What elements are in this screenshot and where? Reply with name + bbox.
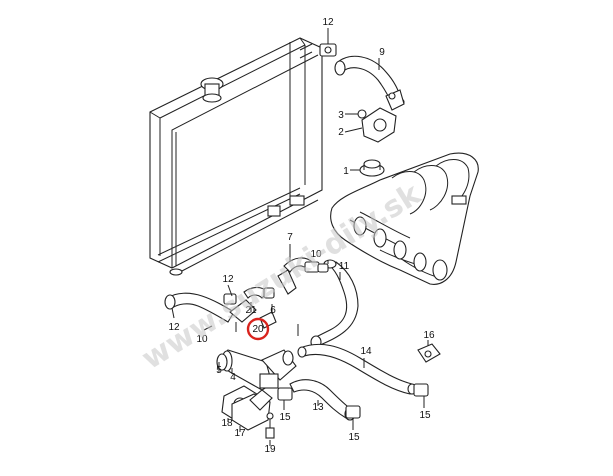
clamp-15b: [277, 387, 293, 401]
housing-17: [231, 389, 273, 431]
label-16: 16: [423, 330, 435, 341]
label-3: 3: [338, 110, 344, 121]
water-inlet-pipe-4: [221, 349, 297, 391]
hose-7: [277, 257, 329, 295]
label-10-lower: 10: [196, 334, 208, 345]
hose-13: [289, 379, 356, 421]
label-12-top: 12: [322, 17, 334, 28]
lower-radiator-hose-10: [164, 292, 257, 323]
label-17: 17: [234, 428, 246, 439]
clamp-15c: [345, 405, 361, 419]
label-12-left: 12: [222, 274, 234, 285]
label-1: 1: [343, 166, 349, 177]
part-labels: 12 9 3 2 1 7 10 11 12 21 6 12 10 20 4 5 …: [168, 17, 435, 455]
hose-21: [243, 286, 275, 299]
leader-lines: [171, 28, 429, 446]
radiator: [149, 37, 323, 276]
label-21: 21: [245, 305, 257, 316]
label-12-lower: 12: [168, 322, 180, 333]
label-15-left: 15: [279, 412, 291, 423]
thermostat-1: [359, 159, 385, 177]
label-11: 11: [339, 261, 350, 272]
label-6: 6: [270, 305, 276, 316]
label-5: 5: [216, 365, 222, 376]
label-9: 9: [379, 47, 385, 58]
part-16: [417, 343, 441, 363]
bolt-3: [349, 109, 367, 119]
label-7: 7: [287, 232, 293, 243]
label-2: 2: [338, 127, 344, 138]
label-4: 4: [230, 372, 236, 383]
label-19: 19: [264, 444, 276, 455]
thermostat-cap-2: [361, 89, 405, 143]
label-18: 18: [221, 418, 233, 429]
bolt-19: [265, 412, 275, 439]
label-15-bottom: 15: [348, 432, 360, 443]
label-15-right: 15: [419, 410, 431, 421]
fitting-6: [259, 311, 277, 329]
intake-manifold: [330, 152, 479, 285]
label-13: 13: [312, 402, 324, 413]
label-14: 14: [360, 346, 372, 357]
part-20-highlight: [246, 317, 270, 341]
label-10-top: 10: [310, 249, 322, 260]
clamp-15a: [413, 383, 429, 397]
label-20: 20: [252, 324, 264, 335]
